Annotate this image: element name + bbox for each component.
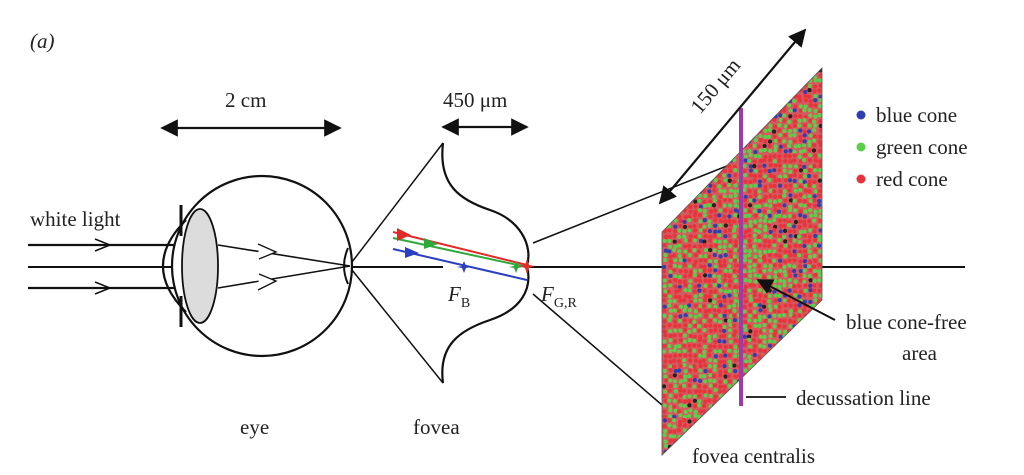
fovea-centralis-label: fovea centralis: [692, 444, 815, 468]
red-ray-arrow: [397, 228, 411, 241]
legend-swatch: [856, 110, 866, 120]
cornea: [162, 219, 187, 313]
eyeball: [170, 174, 354, 358]
legend-label: green cone: [876, 135, 968, 159]
red-focus-star: [519, 259, 535, 274]
green-ray: [392, 237, 528, 268]
decussation-label: decussation line: [796, 386, 931, 410]
chromatic-rays: [392, 228, 535, 281]
retina-notch: [343, 247, 349, 285]
legend-label: blue cone: [876, 103, 957, 127]
zoom-line-bottom: [351, 269, 444, 384]
panel-label: (a): [30, 29, 55, 53]
mosaic-width-arrow: [658, 28, 807, 205]
lens: [181, 208, 219, 324]
legend: blue cone green cone red cone: [856, 103, 968, 191]
legend-swatch: [856, 174, 866, 184]
green-ray-arrow: [424, 238, 438, 249]
blue-cone-free-label-1: blue cone-free: [846, 310, 967, 334]
focus-blue-label: FB: [447, 282, 470, 311]
fovea-width-label: 450 μm: [443, 88, 507, 112]
white-light-rays: [28, 238, 178, 295]
blue-cone-free-label-2: area: [902, 341, 938, 365]
blue-cone-free-pointer: [756, 279, 836, 321]
legend-swatch: [856, 142, 866, 152]
zoom-line-mosaic-bottom: [532, 293, 663, 406]
zoom-line-top: [351, 142, 444, 263]
mosaic-width-label: 150 μm: [685, 53, 745, 118]
red-ray: [392, 231, 528, 266]
eye-label: eye: [240, 415, 269, 439]
legend-label: red cone: [876, 167, 948, 191]
eye: [162, 174, 354, 358]
blue-ray-arrow: [405, 247, 419, 258]
green-focus-star: [509, 261, 523, 273]
eye-width-label: 2 cm: [225, 88, 266, 112]
blue-focus-star: [457, 261, 471, 273]
white-light-label: white light: [30, 207, 121, 231]
fovea-label: fovea: [413, 415, 460, 439]
focus-gr-label: FG,R: [540, 282, 577, 311]
